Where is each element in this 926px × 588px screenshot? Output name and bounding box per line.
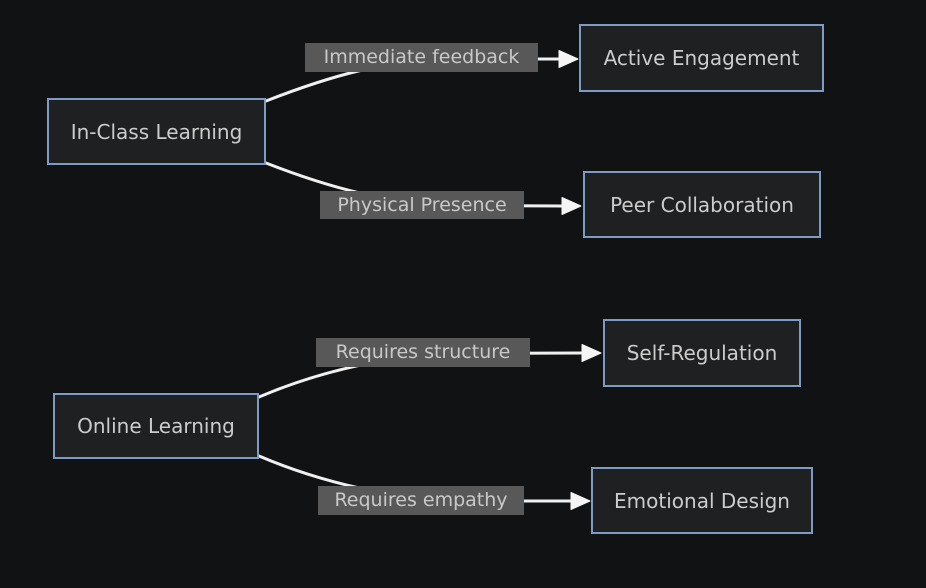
edge-label-text: Immediate feedback: [323, 46, 520, 68]
edge-label-text: Requires structure: [335, 341, 511, 363]
node-label: Active Engagement: [603, 46, 800, 70]
edge-label-immediate-feedback: Immediate feedback: [305, 43, 538, 72]
node-label: Online Learning: [77, 414, 235, 438]
node-self-regulation: Self-Regulation: [603, 319, 801, 387]
edge-label-requires-empathy: Requires empathy: [318, 486, 524, 515]
node-label: Emotional Design: [614, 488, 790, 513]
edge-label-text: Physical Presence: [337, 193, 507, 216]
edge-label-requires-structure: Requires structure: [316, 338, 530, 367]
arrowhead-self-regulation-icon: [581, 344, 602, 362]
node-peer-collaboration: Peer Collaboration: [583, 171, 821, 238]
node-label: Peer Collaboration: [610, 192, 794, 217]
arrowhead-active-engagement-icon: [558, 50, 579, 68]
node-label: Self-Regulation: [626, 341, 778, 365]
edge-label-text: Requires empathy: [334, 489, 508, 511]
node-emotional-design: Emotional Design: [591, 467, 813, 534]
arrowhead-peer-collaboration-icon: [561, 197, 582, 215]
node-active-engagement: Active Engagement: [579, 24, 824, 92]
node-in-class-learning: In-Class Learning: [47, 98, 266, 165]
node-online-learning: Online Learning: [53, 393, 259, 459]
edge-label-physical-presence: Physical Presence: [320, 191, 524, 219]
arrowhead-emotional-design-icon: [570, 492, 591, 510]
node-label: In-Class Learning: [70, 119, 243, 144]
